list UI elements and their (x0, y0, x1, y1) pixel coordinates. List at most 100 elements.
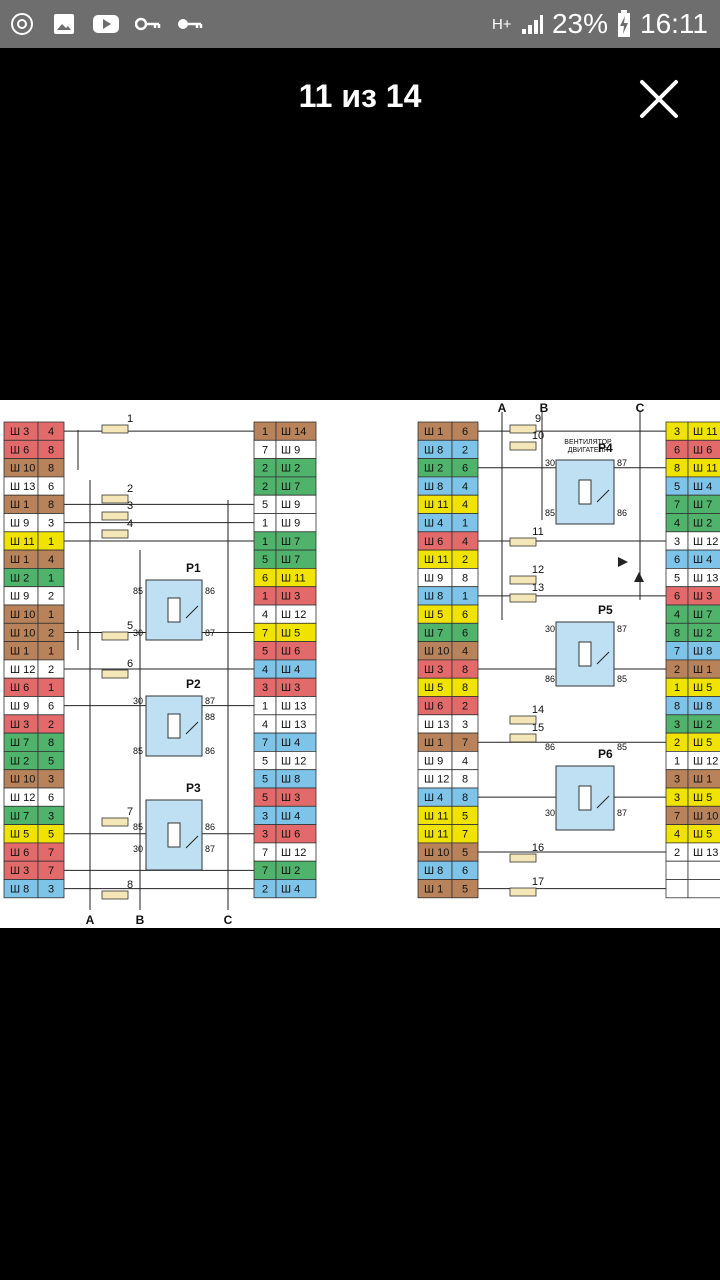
right-panel-left-block-connector-label: Ш 11 (424, 829, 449, 841)
right-panel-left-block-connector-label: Ш 1 (424, 884, 443, 896)
youtube-icon (92, 10, 120, 38)
left-block-connector-label: Ш 10 (10, 774, 35, 786)
left-block-connector-label: Ш 7 (10, 737, 29, 749)
left-block-pin-label: 8 (48, 737, 54, 749)
fuse-3 (101, 511, 129, 521)
fuse-label: 5 (127, 620, 133, 632)
right-panel-right-block-pin-label: 6 (674, 591, 680, 603)
left-block-pin-label: 8 (48, 463, 54, 475)
left-block-pin-label: 4 (48, 554, 54, 566)
right-panel-right-block-pin-label: 3 (674, 792, 680, 804)
right-panel-right-block-pin-label: 6 (674, 554, 680, 566)
fuse-label: 16 (532, 842, 544, 854)
relay-coil (167, 822, 181, 848)
right-block-connector-label: Ш 3 (281, 682, 300, 694)
left-block-pin-label: 1 (48, 572, 54, 584)
right-panel-right-block-pin-label: 2 (674, 737, 680, 749)
bus-label-b: B (540, 401, 549, 415)
right-block-connector-label: Ш 12 (281, 755, 306, 767)
right-panel-right-block-pin-label: 8 (674, 627, 680, 639)
relay-label: P3 (186, 781, 201, 795)
relay-pin-label: 85 (545, 508, 555, 518)
left-block-connector-label: Ш 10 (10, 627, 35, 639)
left-block-pin-label: 2 (48, 591, 54, 603)
right-panel-left-block-pin-label: 7 (462, 829, 468, 841)
right-panel-left-block-pin-label: 2 (462, 554, 468, 566)
right-block-connector-label: Ш 9 (281, 499, 300, 511)
close-button[interactable] (636, 76, 682, 122)
right-panel-right-block-pin-label: 5 (674, 481, 680, 493)
right-panel-right-block-connector-label: Ш 7 (693, 499, 712, 511)
right-block-connector-label: Ш 6 (281, 646, 300, 658)
left-block-pin-label: 4 (48, 426, 54, 438)
fuse-16 (509, 853, 537, 863)
right-panel-right-block-pin-label: 4 (674, 609, 680, 621)
left-block-pin-label: 3 (48, 774, 54, 786)
right-block-pin-label: 2 (262, 884, 268, 896)
relay-coil (578, 785, 592, 811)
right-panel-left-block-connector-label: Ш 5 (424, 682, 443, 694)
right-panel-left-block-pin-label: 3 (462, 719, 468, 731)
right-block-connector-label: Ш 6 (281, 829, 300, 841)
right-panel-left-block-connector-label: Ш 8 (424, 865, 443, 877)
left-block-connector-label: Ш 10 (10, 609, 35, 621)
right-panel-right-block-connector-label: Ш 1 (693, 774, 712, 786)
right-panel-left-block-connector-label: Ш 1 (424, 426, 443, 438)
clock: 16:11 (640, 8, 708, 39)
relay-coil (167, 597, 181, 623)
fuse-10 (509, 441, 537, 451)
signal-icon (521, 15, 543, 34)
close-icon (640, 80, 678, 118)
key-icon (176, 10, 204, 38)
fuse-label: 12 (532, 564, 544, 576)
right-block-pin-label: 4 (262, 719, 268, 731)
fuse-2 (101, 494, 129, 504)
right-panel-left-block-pin-label: 1 (462, 518, 468, 530)
right-panel-left-block-connector-label: Ш 10 (424, 847, 449, 859)
left-block-connector-label: Ш 3 (10, 426, 29, 438)
right-panel-left-block-pin-label: 2 (462, 701, 468, 713)
right-panel-right-block-connector-label: Ш 5 (693, 737, 712, 749)
left-block-connector-label: Ш 1 (10, 646, 29, 658)
left-block-pin-label: 2 (48, 719, 54, 731)
relay-pin-label: 87 (205, 844, 215, 854)
left-block-connector-label: Ш 6 (10, 847, 29, 859)
right-panel-right-block-pin-label: 1 (674, 682, 680, 694)
fuse-label: 15 (532, 722, 544, 734)
right-block-pin-label: 5 (262, 499, 268, 511)
left-block-pin-label: 6 (48, 701, 54, 713)
bus-label-b: B (136, 913, 145, 927)
right-panel-right-block-connector-label: Ш 8 (693, 646, 712, 658)
right-panel-right-block-pin-label: 2 (674, 847, 680, 859)
left-block-pin-label: 6 (48, 481, 54, 493)
fuse-12 (509, 575, 537, 585)
right-block-pin-label: 3 (262, 682, 268, 694)
right-panel-left-block-connector-label: Ш 4 (424, 518, 443, 530)
key-icon (134, 10, 162, 38)
right-block-connector-label: Ш 4 (281, 737, 300, 749)
right-block-connector-label: Ш 11 (281, 572, 306, 584)
fuse-label: 10 (532, 430, 544, 442)
right-block-pin-label: 7 (262, 444, 268, 456)
relay-switch (185, 835, 199, 849)
viewer-toolbar: 11 из 14 (0, 48, 720, 148)
image-counter: 11 из 14 (298, 78, 422, 114)
relay-pin-label: 87 (205, 696, 215, 706)
fuse-label: 9 (535, 413, 541, 425)
relay-pin-label: 87 (617, 624, 627, 634)
right-block-cell-connector (275, 879, 317, 899)
relay-switch (185, 605, 199, 619)
right-block-pin-label: 7 (262, 847, 268, 859)
right-block-connector-label: Ш 7 (281, 536, 300, 548)
right-block-connector-label: Ш 8 (281, 774, 300, 786)
relay-coil (578, 479, 592, 505)
notification-icons (8, 8, 204, 40)
battery-charging-icon (618, 10, 630, 37)
fuse-8 (101, 890, 129, 900)
right-panel-left-block-pin-label: 7 (462, 737, 468, 749)
left-block-pin-label: 5 (48, 755, 54, 767)
right-panel-left-block-connector-label: Ш 7 (424, 627, 443, 639)
right-panel-right-block-pin-label: 8 (674, 463, 680, 475)
right-block-pin-label: 5 (262, 792, 268, 804)
